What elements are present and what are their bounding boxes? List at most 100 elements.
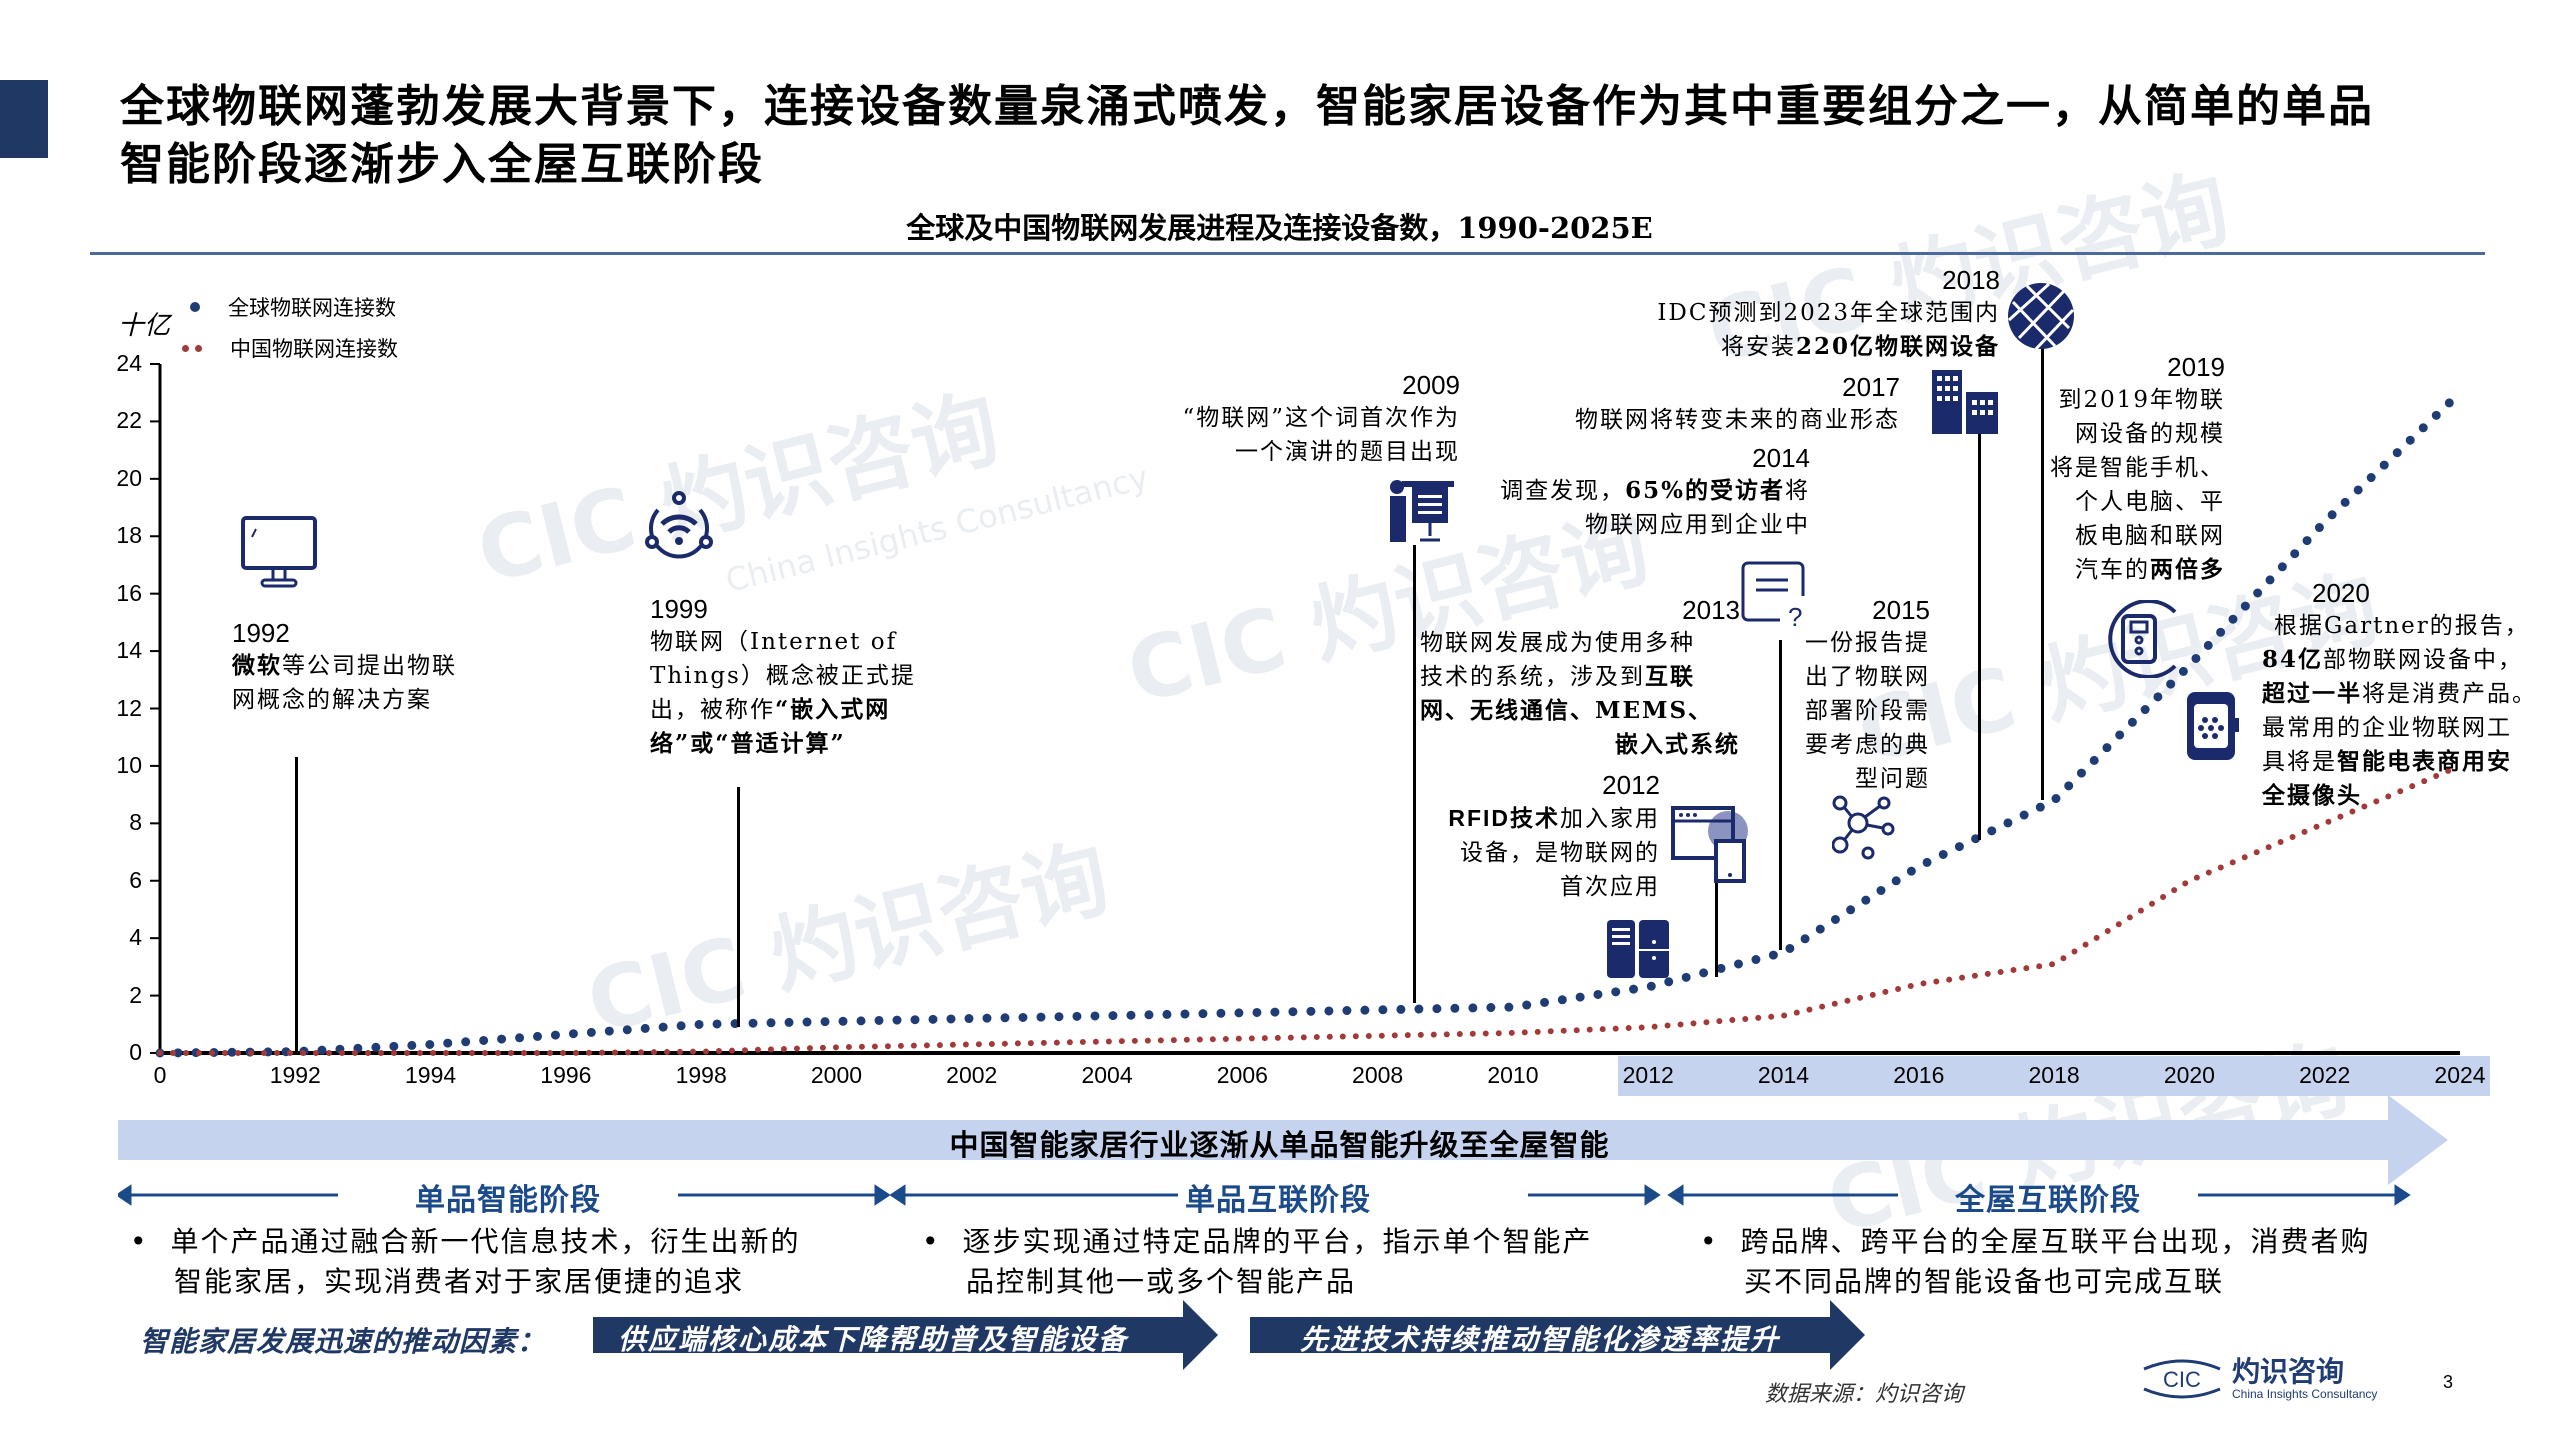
event-line-2009 <box>1413 545 1416 1003</box>
event-highlight: 84亿 <box>2262 646 2324 673</box>
bullet-icon: • <box>922 1225 941 1258</box>
bullet-text: 品控制其他一或多个智能产品 <box>966 1265 1357 1298</box>
page-number: 3 <box>2443 1372 2454 1392</box>
event-text: 最常用的企业物联网工 <box>2262 715 2512 741</box>
progress-banner-text: 中国智能家居行业逐渐从单品智能升级至全屋智能 <box>949 1128 1610 1162</box>
legend-label-china: 中国物联网连接数 <box>230 337 398 361</box>
event-1992: 1992 微软等公司提出物联 网概念的解决方案 <box>232 618 457 717</box>
event-line-1999 <box>737 787 740 1027</box>
event-year: 2015 <box>1872 595 1930 625</box>
legend-dot-global <box>190 302 200 312</box>
event-highlight: 全摄像头 <box>2262 782 2362 809</box>
legend-label-global: 全球物联网连接数 <box>228 296 396 320</box>
event-2017: 2017 物联网将转变未来的商业形态 <box>1500 372 1900 437</box>
event-highlight: 络”或“普适计算” <box>650 730 846 757</box>
y-tick-label: 16 <box>116 579 142 606</box>
event-text: 网概念的解决方案 <box>232 687 432 713</box>
x-tick-label: 2022 <box>2299 1062 2351 1088</box>
x-tick-label: 1998 <box>675 1062 727 1088</box>
drivers-label: 智能家居发展迅速的推动因素： <box>140 1325 547 1358</box>
event-year: 1999 <box>650 594 708 624</box>
event-year: 2014 <box>1752 443 1810 473</box>
x-tick-label: 2004 <box>1081 1062 1133 1088</box>
event-text: 出了物联网 <box>1805 664 1930 690</box>
event-text: IDC预测到2023年全球范围内 <box>1657 300 2000 326</box>
bullet-text: 单个产品通过融合新一代信息技术，衍生出新的 <box>170 1225 801 1258</box>
bullet-text: 智能家居，实现消费者对于家居便捷的追求 <box>174 1265 745 1298</box>
page-title-line-1: 全球物联网蓬勃发展大背景下，连接设备数量泉涌式喷发，智能家居设备作为其中重要组分… <box>120 81 2374 132</box>
event-highlight: 网、无线通信、MEMS、 <box>1420 697 1714 724</box>
event-highlight: 微软 <box>232 652 282 679</box>
y-axis-unit: 十亿 <box>118 311 171 341</box>
event-highlight: 互联 <box>1645 663 1695 690</box>
event-line-2013-2014 <box>1779 640 1782 950</box>
y-tick-label: 18 <box>116 522 142 549</box>
cic-logo-icon: CIC <box>2143 1359 2221 1399</box>
event-text: 部物联网设备中， <box>2323 647 2524 673</box>
series-global-line <box>155 388 2465 1058</box>
event-text: 调查发现， <box>1500 478 1626 504</box>
event-year: 2020 <box>2312 578 2370 608</box>
x-tick-label: 2010 <box>1487 1062 1539 1088</box>
page-title-line-2: 智能阶段逐渐步入全屋互联阶段 <box>120 139 764 190</box>
stage-label-single-connected: 单品互联阶段 <box>1185 1183 1371 1218</box>
network-nodes-icon <box>1832 795 1895 860</box>
y-tick-label: 10 <box>116 751 142 778</box>
event-year: 2018 <box>1942 265 2000 295</box>
legend-china: 中国物联网连接数 <box>182 333 398 363</box>
legend-global: 全球物联网连接数 <box>190 292 396 322</box>
bullet-icon: • <box>130 1225 149 1258</box>
event-text: 物联网将转变未来的商业形态 <box>1575 407 1900 433</box>
logo-cn: 灼识咨询 <box>2232 1355 2345 1388</box>
company-logo: CIC 灼识咨询 China Insights Consultancy <box>2140 1355 2377 1403</box>
event-2014: 2014 调查发现，65%的受访者将 物联网应用到企业中 <box>1440 443 1810 542</box>
bullet-text: 买不同品牌的智能设备也可完成互联 <box>1744 1265 2225 1298</box>
bullet-text: 跨品牌、跨平台的全屋互联平台出现，消费者购 <box>1740 1225 2371 1258</box>
event-highlight: 超过一半 <box>2262 680 2362 707</box>
y-axis-ticks <box>150 363 160 1054</box>
event-text: 型问题 <box>1855 766 1930 792</box>
y-tick-label: 6 <box>129 866 142 893</box>
x-tick-label: 2014 <box>1757 1062 1810 1088</box>
event-text: 到2019年物联 <box>2058 387 2225 413</box>
stage-bullet-single-smart: • 单个产品通过融合新一代信息技术，衍生出新的 智能家居，实现消费者对于家居便捷的… <box>130 1222 801 1302</box>
x-tick-label: 1992 <box>269 1062 321 1088</box>
browser-mobile-icon <box>1671 806 1748 883</box>
x-tick-label: 2016 <box>1893 1062 1945 1088</box>
event-line-2012 <box>1715 855 1718 977</box>
event-text: 部署阶段需 <box>1805 698 1930 724</box>
stage-bullet-whole-home: •跨品牌、跨平台的全屋互联平台出现，消费者购 买不同品牌的智能设备也可完成互联 <box>1700 1222 2371 1302</box>
event-text: 一个演讲的题目出现 <box>1235 439 1460 465</box>
x-tick-label: 2018 <box>2028 1062 2080 1088</box>
x-tick-label: 1994 <box>404 1062 457 1088</box>
event-year: 2019 <box>2167 352 2225 382</box>
office-building-icon <box>1932 370 1998 434</box>
event-text: 首次应用 <box>1560 874 1660 900</box>
event-year: 2013 <box>1682 595 1740 625</box>
globe-network-icon <box>2007 282 2075 352</box>
smartwatch-icon <box>2187 692 2239 760</box>
svg-text:CIC: CIC <box>2163 1367 2201 1392</box>
bullet-text: 逐步实现通过特定品牌的平台，指示单个智能产 <box>962 1225 1593 1258</box>
driver-text-2: 先进技术持续推动智能化渗透率提升 <box>1300 1323 1781 1356</box>
event-text: 物联网应用到企业中 <box>1585 512 1810 538</box>
event-text: 将是智能手机、 <box>2050 455 2225 481</box>
event-text: 等公司提出物联 <box>282 653 457 679</box>
event-text: 出，被称作 <box>650 697 775 723</box>
driver-arrow-2 <box>1250 1300 1865 1370</box>
event-text: 具将是 <box>2262 749 2337 775</box>
event-year: 2017 <box>1842 372 1900 402</box>
event-highlight: RFID技术 <box>1448 805 1560 831</box>
event-2015: 2015 一份报告提 出了物联网 部署阶段需 要考虑的典 型问题 <box>1780 595 1930 796</box>
event-text: 个人电脑、平 <box>2075 489 2225 515</box>
event-line-2017 <box>1978 420 1981 840</box>
event-2020: 2020 根据Gartner的报告， 84亿部物联网设备中， 超过一半将是消费产… <box>2262 578 2537 813</box>
event-2009: 2009 “物联网”这个词首次作为 一个演讲的题目出现 <box>1100 370 1460 469</box>
y-tick-label: 14 <box>116 637 142 664</box>
event-highlight: “嵌入式网 <box>775 696 891 723</box>
y-tick-label: 22 <box>116 407 142 434</box>
event-text: “物联网”这个词首次作为 <box>1182 405 1460 431</box>
x-tick-label: 1996 <box>540 1062 592 1088</box>
y-tick-label: 4 <box>129 924 142 951</box>
event-2013: 2013 物联网发展成为使用多种 技术的系统，涉及到互联 网、无线通信、MEMS… <box>1420 595 1740 762</box>
